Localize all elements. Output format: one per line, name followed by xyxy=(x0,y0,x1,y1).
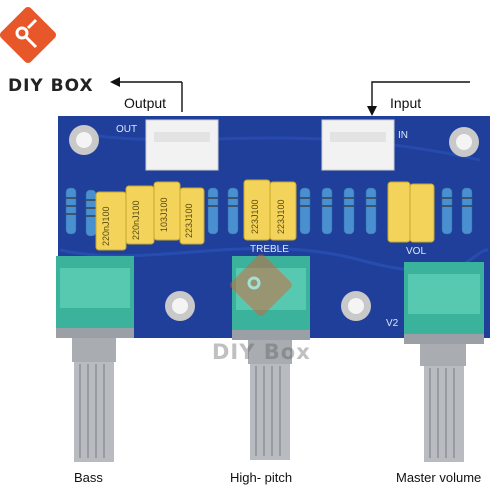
capacitor-group xyxy=(95,179,435,251)
silk-version: V2 xyxy=(386,318,399,329)
input-arrow-icon xyxy=(367,81,470,116)
logo-icon xyxy=(0,6,57,64)
mounting-hole xyxy=(341,291,371,321)
input-label: Input xyxy=(390,95,422,111)
capacitor-marking: 223J100 xyxy=(184,203,194,238)
high-pitch-potentiometer[interactable] xyxy=(232,256,310,460)
resistor-row xyxy=(65,187,473,237)
capacitor-marking: 220nJ100 xyxy=(131,200,141,240)
silk-treble: TREBLE xyxy=(250,244,289,255)
mounting-hole xyxy=(449,127,479,157)
watermark-logo-icon xyxy=(230,254,292,316)
capacitor-marking: 220nJ100 xyxy=(101,206,111,246)
silk-in: IN xyxy=(398,130,408,141)
output-connector xyxy=(145,119,219,171)
capacitor-marking: 223J100 xyxy=(276,199,286,234)
capacitor-marking: 223J100 xyxy=(250,199,260,234)
silk-out: OUT xyxy=(116,124,138,135)
output-label: Output xyxy=(124,95,167,111)
caption-high-pitch: High- pitch xyxy=(230,470,293,485)
output-arrow-icon xyxy=(110,77,183,112)
watermark-text: DIY Box xyxy=(212,340,311,364)
master-volume-potentiometer[interactable] xyxy=(404,262,484,462)
caption-master-volume: Master volume xyxy=(396,470,482,485)
mounting-hole xyxy=(165,291,195,321)
caption-bass: Bass xyxy=(74,470,103,485)
logo-text: DIY BOX xyxy=(8,76,94,96)
input-connector xyxy=(321,119,395,171)
bass-potentiometer[interactable] xyxy=(56,256,134,462)
mounting-hole xyxy=(69,125,99,155)
capacitor-marking: 103J100 xyxy=(159,197,169,232)
silk-vol: VOL xyxy=(406,246,427,257)
